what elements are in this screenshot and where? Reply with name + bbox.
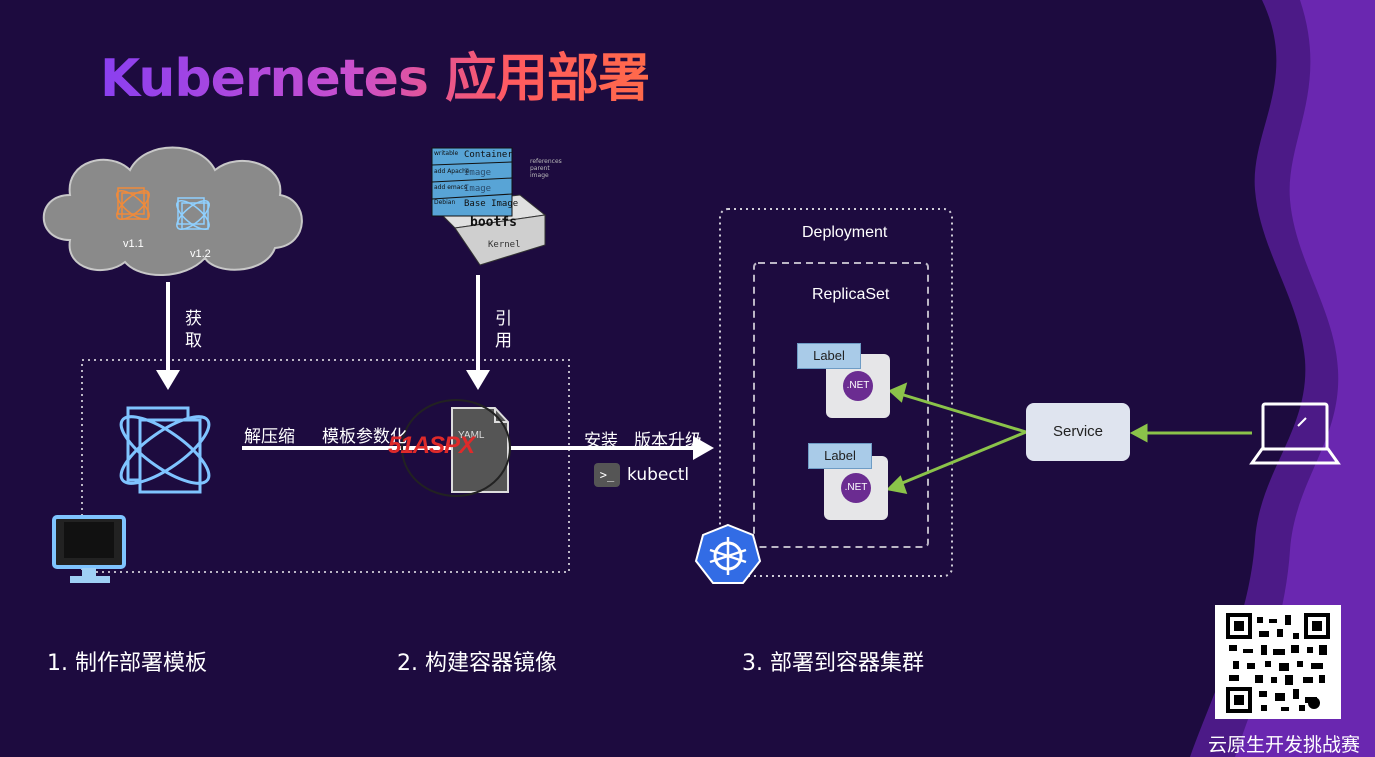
kubectl-label: kubectl [627,465,690,485]
side-wave-band-light [1235,0,1375,757]
helm-chart-icon-v2 [176,197,210,230]
cloud-shape [42,146,303,276]
docker-side-label: writable [434,150,459,157]
step-label: 2. 构建容器镜像 [397,651,557,676]
docker-ref-label: image [530,172,549,179]
parameterize-label: 模板参数化 [322,427,407,447]
step-label: 1. 制作部署模板 [47,651,207,676]
deployment-box [719,208,953,577]
service-box: Service [1026,403,1130,461]
docker-layer-label: Image [464,184,492,194]
chart-version-label: v1.1 [123,238,144,250]
docker-layer-label: Container [464,150,513,160]
docker-layer-label: Kernel [488,240,521,250]
terminal-monitor-icon [52,515,126,583]
laptop-icon [1249,402,1341,465]
pod-label-tag: Label [808,443,872,469]
footer-event-name: 云原生开发挑战赛 [1208,734,1361,756]
helm-chart-icon-v1 [116,187,150,220]
docker-side-label: add Apache [434,168,470,175]
fetch-arrow-head [156,370,180,390]
replicaset-label: ReplicaSet [812,286,890,303]
reference-label: 引用 [495,309,512,351]
chart-version-label: v1.2 [190,248,211,260]
client-arrow-head [1129,423,1148,443]
docker-layer-label: Image [464,168,492,178]
watermark-brand: 51ASPX [388,432,475,459]
docker-layer-label: bootfs [470,215,517,230]
docker-ref-label: parent [530,165,550,172]
kubernetes-logo-icon [694,523,762,584]
fetch-label: 获取 [185,309,202,351]
page-title: Kubernetes 应用部署 [100,36,650,111]
docker-image-stack-icon [430,147,547,266]
qr-code-pattern [1226,613,1330,713]
deployment-label: Deployment [802,224,888,241]
step-label: 3. 部署到容器集群 [742,651,924,676]
helm-template-icon [119,406,211,494]
docker-ref-label: references [530,158,562,165]
service-arrow-head-bottom [885,475,908,494]
dotnet-logo-icon: .NET [841,473,871,503]
terminal-prompt-icon: >_ [594,463,620,487]
qr-code-image [1215,605,1341,719]
template-stage-box [81,359,570,573]
unzip-label: 解压缩 [244,427,295,447]
docker-side-label: add emacs [434,184,467,191]
service-arrow-head-top [888,382,908,403]
docker-layer-label: Base Image [464,199,519,209]
watermark-circle [401,399,511,497]
reference-arrow-head [466,370,490,390]
dotnet-logo-icon: .NET [843,371,873,401]
install-arrow-head [693,436,714,460]
docker-side-label: Debian [434,199,456,206]
install-label: 安装 [584,431,618,451]
pod-label-tag: Label [797,343,861,369]
upgrade-label: 版本升级 [634,431,702,451]
yaml-label: YAML [458,430,485,441]
